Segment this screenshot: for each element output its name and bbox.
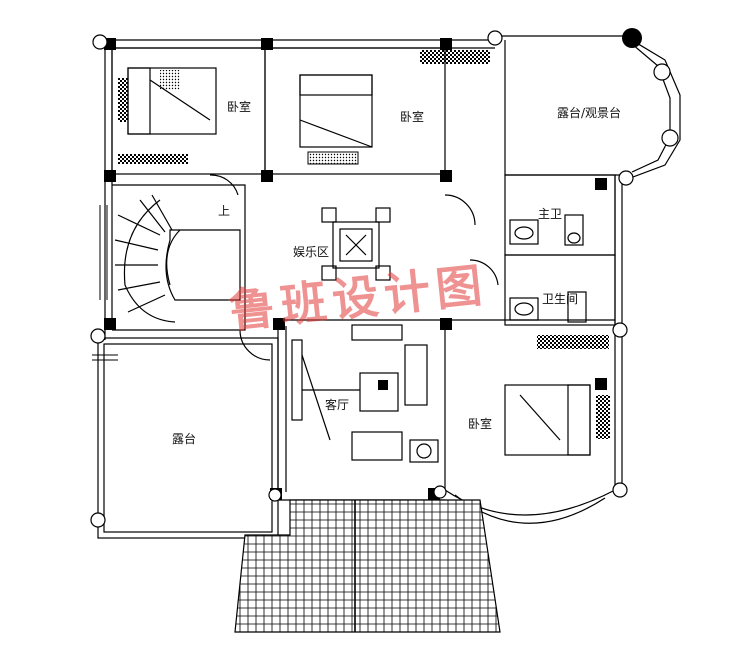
room-label-master-bath: 主卫 — [538, 207, 563, 221]
room-label-living-room: 客厅 — [325, 398, 350, 412]
room-label-entertainment: 娱乐区 — [293, 245, 330, 259]
room-label-terrace-view: 露台/观景台 — [557, 106, 622, 120]
stair-up-label: 上 — [218, 204, 231, 218]
room-label-terrace-w: 露台 — [172, 432, 197, 446]
room-label-bedroom-nw: 卧室 — [227, 100, 252, 114]
room-label-washroom: 卫生间 — [542, 292, 579, 306]
room-label-bedroom-se: 卧室 — [468, 417, 493, 431]
room-label-bedroom-n: 卧室 — [400, 110, 425, 124]
